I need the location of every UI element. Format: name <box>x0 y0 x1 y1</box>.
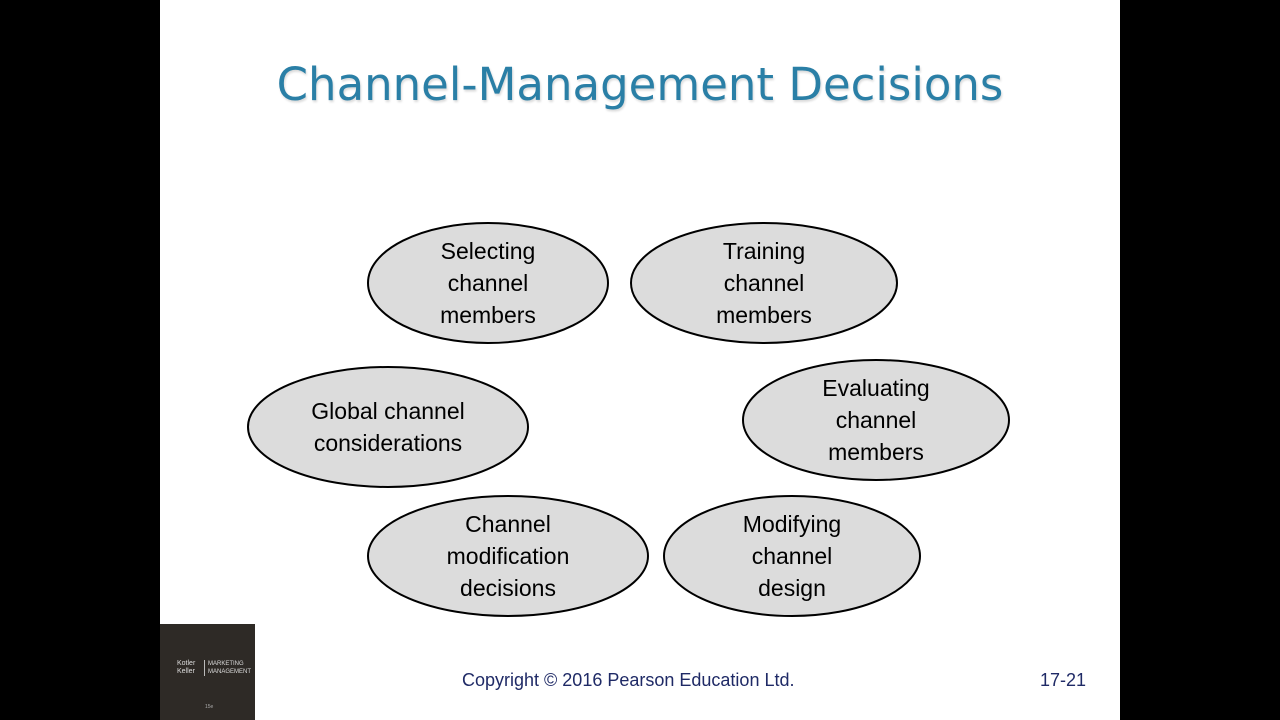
ellipse-modification <box>367 495 649 617</box>
ellipse-label: Modifying channel design <box>742 511 842 601</box>
book-cover-image: Kotler Keller MARKETING MANAGEMENT 15e <box>160 624 255 720</box>
ellipse-selecting <box>367 222 609 344</box>
ellipse-evaluating <box>742 359 1010 481</box>
book-authors: Kotler Keller <box>177 660 196 675</box>
ellipse-label: Selecting channel members <box>440 238 536 328</box>
ellipse-label: Channel modification decisions <box>446 511 570 601</box>
ellipse-label: Global channel considerations <box>311 398 465 456</box>
ellipse-label: Training channel members <box>716 238 812 328</box>
ellipse-modifying <box>663 495 921 617</box>
ellipse-global <box>247 366 529 488</box>
slide: Channel-Management Decisions Selecting c… <box>160 0 1120 720</box>
ellipse-label: Evaluating channel members <box>822 375 930 465</box>
slide-number: 17-21 <box>1039 670 1086 690</box>
ellipse-diagram <box>247 222 1010 617</box>
book-edition: 15e <box>205 704 214 710</box>
book-title: MARKETING MANAGEMENT <box>204 660 251 676</box>
copyright-notice: Copyright © 2016 Pearson Education Ltd. <box>462 670 795 690</box>
slide-title: Channel-Management Decisions <box>276 58 1004 111</box>
ellipse-training <box>630 222 898 344</box>
